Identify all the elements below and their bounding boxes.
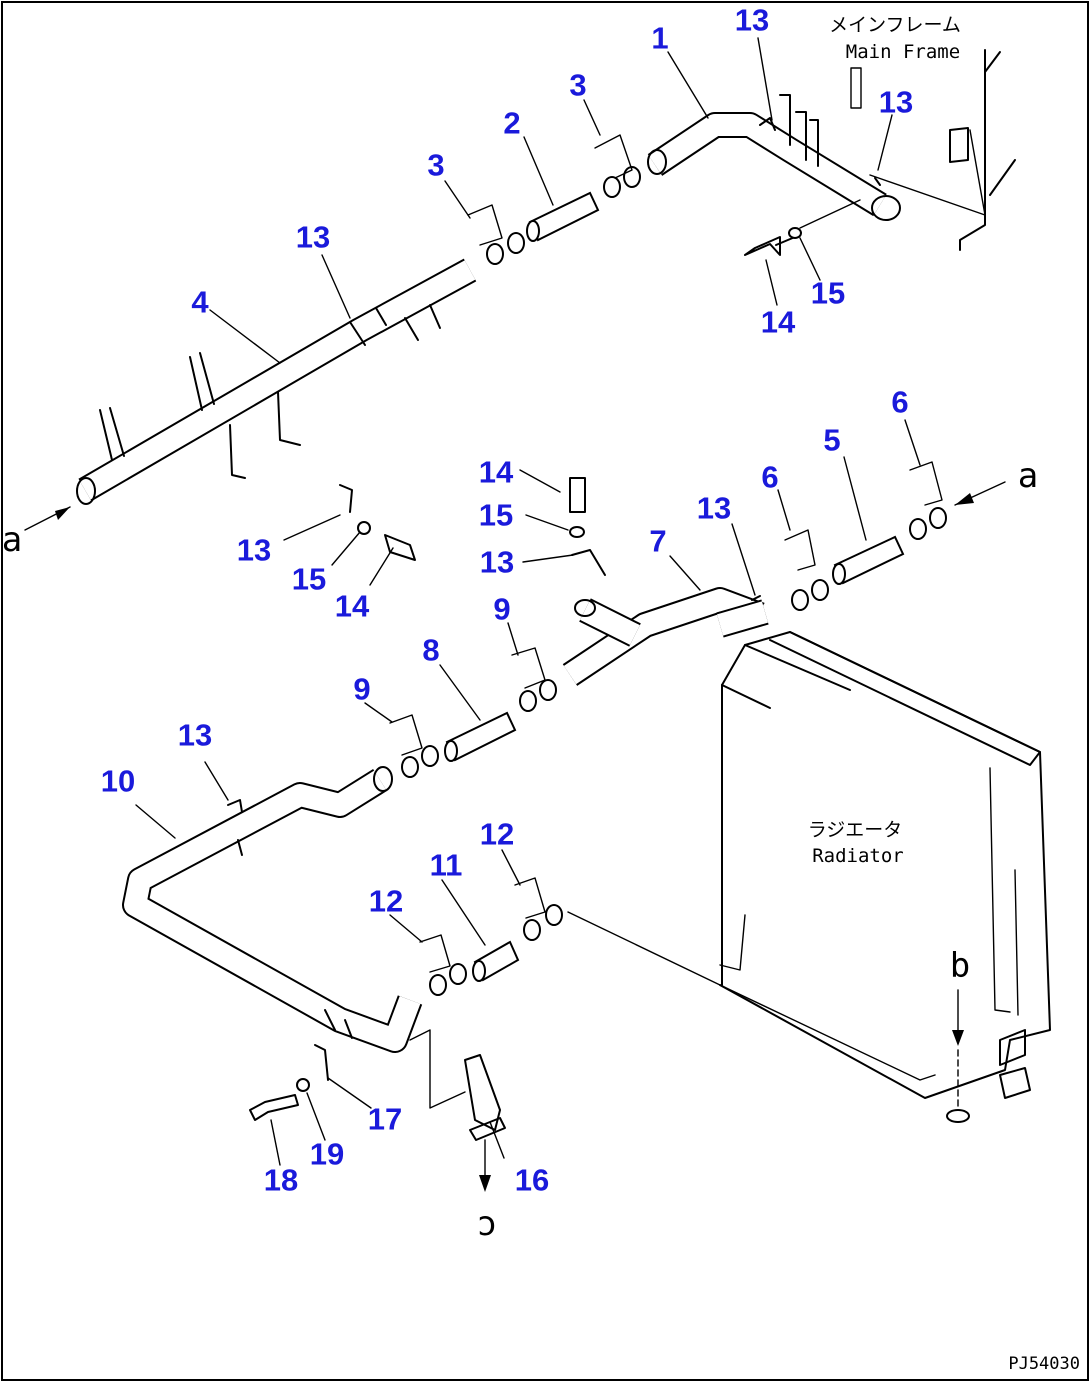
callout-13: 13	[237, 533, 271, 568]
hose-5	[832, 535, 905, 585]
hose-2	[526, 191, 600, 242]
clamps-6	[791, 507, 947, 611]
callout-14: 14	[335, 589, 370, 624]
callout-15: 15	[811, 276, 845, 311]
pipe-10	[122, 766, 423, 1053]
leader-lines	[24, 37, 1006, 1166]
clamps-9	[401, 679, 557, 778]
pipe-7	[562, 587, 769, 686]
hose-8	[444, 711, 517, 762]
callout-8: 8	[422, 633, 439, 668]
radiator-outline	[719, 631, 1051, 1099]
radiator-jp-label: ラジエータ	[808, 819, 903, 841]
label-c: ɔ	[477, 1204, 497, 1244]
callout-numbers: 1 2 3 3 4 5 6 6 7 8 9 9 10 11 12 12 13 1…	[101, 3, 913, 1198]
callout-14: 14	[761, 305, 796, 340]
arrow-b: b	[946, 946, 970, 1123]
fasteners	[227, 117, 881, 1121]
label-b: b	[950, 946, 970, 986]
callout-13: 13	[480, 545, 514, 580]
callout-13: 13	[879, 85, 913, 120]
clamps-12	[429, 904, 563, 996]
callout-2: 2	[503, 106, 520, 141]
callout-3: 3	[427, 148, 444, 183]
drawing-code: PJ54030	[1008, 1354, 1080, 1374]
clamps-3-upper	[486, 166, 641, 265]
main-frame-en-label: Main Frame	[846, 41, 960, 63]
bracket-16: ɔ	[409, 1029, 506, 1244]
main-frame-jp-label: メインフレーム	[829, 14, 961, 36]
callout-9: 9	[353, 672, 370, 707]
label-a-right: a	[1018, 456, 1038, 496]
callout-7: 7	[649, 524, 666, 559]
callout-12: 12	[480, 817, 514, 852]
callout-13: 13	[697, 491, 731, 526]
callout-13: 13	[178, 718, 212, 753]
pipe-1	[647, 94, 901, 221]
callout-6: 6	[761, 460, 778, 495]
callout-16: 16	[515, 1163, 549, 1198]
callout-4: 4	[191, 285, 209, 320]
callout-15: 15	[479, 498, 513, 533]
callout-6: 6	[891, 385, 908, 420]
callout-19: 19	[310, 1137, 344, 1172]
callout-9: 9	[493, 592, 510, 627]
callout-1: 1	[651, 21, 668, 56]
callout-15: 15	[292, 562, 326, 597]
hose-11	[472, 940, 520, 982]
callout-5: 5	[823, 423, 840, 458]
pipe-4	[76, 258, 477, 505]
callout-17: 17	[368, 1102, 402, 1137]
callout-11: 11	[430, 848, 463, 883]
main-frame-outline: メインフレーム Main Frame	[829, 14, 1016, 251]
lower-hose-to-radiator-line	[567, 911, 721, 986]
callout-12: 12	[369, 884, 403, 919]
callout-3: 3	[569, 68, 586, 103]
callout-13: 13	[735, 3, 769, 38]
label-a-left: a	[2, 520, 22, 560]
radiator-en-label: Radiator	[812, 845, 904, 867]
callout-18: 18	[264, 1163, 298, 1198]
callout-13: 13	[296, 220, 330, 255]
callout-10: 10	[101, 764, 135, 799]
callout-14: 14	[479, 455, 514, 490]
